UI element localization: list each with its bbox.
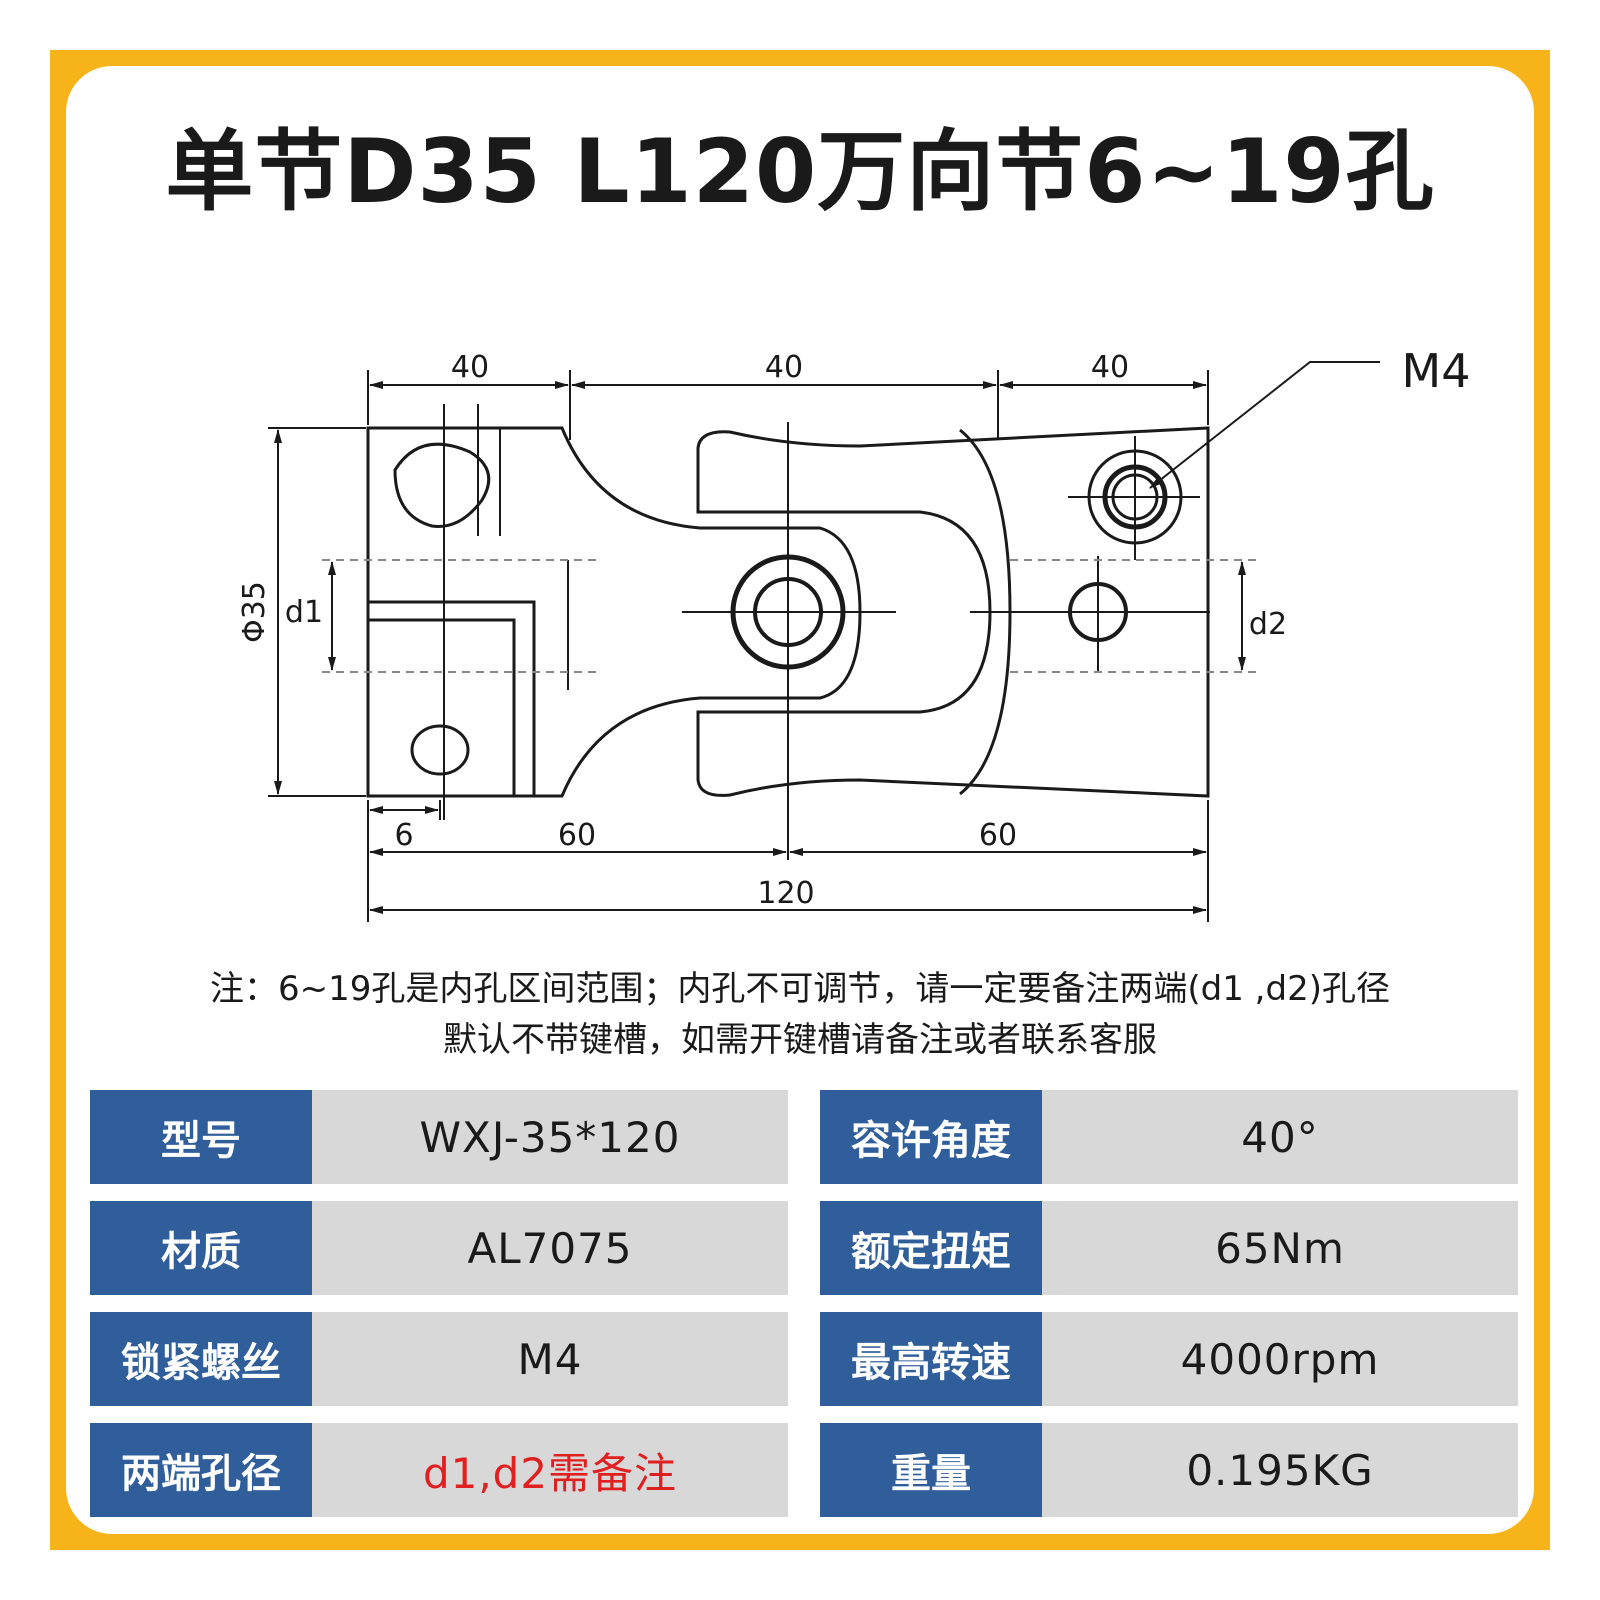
spec-label: 两端孔径 [90,1423,312,1517]
page-title: 单节D35 L120万向节6~19孔 [165,120,1435,223]
spec-value: 65Nm [1042,1201,1518,1295]
spec-label: 型号 [90,1090,312,1184]
dim-d1: d1 [285,595,323,630]
right-yoke [696,426,1210,798]
spec-value: 40° [1042,1090,1518,1184]
spec-label: 额定扭矩 [820,1201,1042,1295]
spec-value: AL7075 [312,1201,788,1295]
spec-row: 重量 0.195KG [820,1423,1518,1517]
dim-bottom-right: 60 [979,818,1017,853]
dim-top-right: 40 [1091,350,1129,385]
spec-row: 额定扭矩 65Nm [820,1201,1518,1295]
spec-value-highlight: d1,d2需备注 [312,1423,788,1517]
note-line-1: 注：6~19孔是内孔区间范围；内孔不可调节，请一定要备注两端(d1 ,d2)孔径 [210,969,1390,1009]
spec-label: 锁紧螺丝 [90,1312,312,1406]
dim-total: 120 [757,876,814,911]
left-cross-hole [393,442,491,528]
spec-label: 容许角度 [820,1090,1042,1184]
spec-row: 材质 AL7075 [90,1201,788,1295]
dim-bottom-small: 6 [394,818,413,853]
dim-screw: M4 [1402,344,1471,398]
dim-d2: d2 [1249,607,1287,642]
dim-diameter: Φ35 [237,581,272,643]
note-line-2: 默认不带键槽，如需开键槽请备注或者联系客服 [443,1020,1157,1060]
spec-label: 最高转速 [820,1312,1042,1406]
technical-drawing: 40 40 40 Φ35 d1 d2 6 60 60 120 M4 [237,344,1471,922]
spec-row: 两端孔径 d1,d2需备注 [90,1423,788,1517]
dim-top-middle: 40 [765,350,803,385]
spec-row: 最高转速 4000rpm [820,1312,1518,1406]
spec-value: WXJ-35*120 [312,1090,788,1184]
spec-value: M4 [312,1312,788,1406]
spec-label: 材质 [90,1201,312,1295]
spec-row: 容许角度 40° [820,1090,1518,1184]
dim-top-left: 40 [451,350,489,385]
spec-value: 4000rpm [1042,1312,1518,1406]
spec-label: 重量 [820,1423,1042,1517]
spec-value: 0.195KG [1042,1423,1518,1517]
dim-bottom-left: 60 [558,818,596,853]
left-bottom-hole [410,724,470,776]
spec-row: 型号 WXJ-35*120 [90,1090,788,1184]
spec-row: 锁紧螺丝 M4 [90,1312,788,1406]
left-slot [368,600,536,796]
